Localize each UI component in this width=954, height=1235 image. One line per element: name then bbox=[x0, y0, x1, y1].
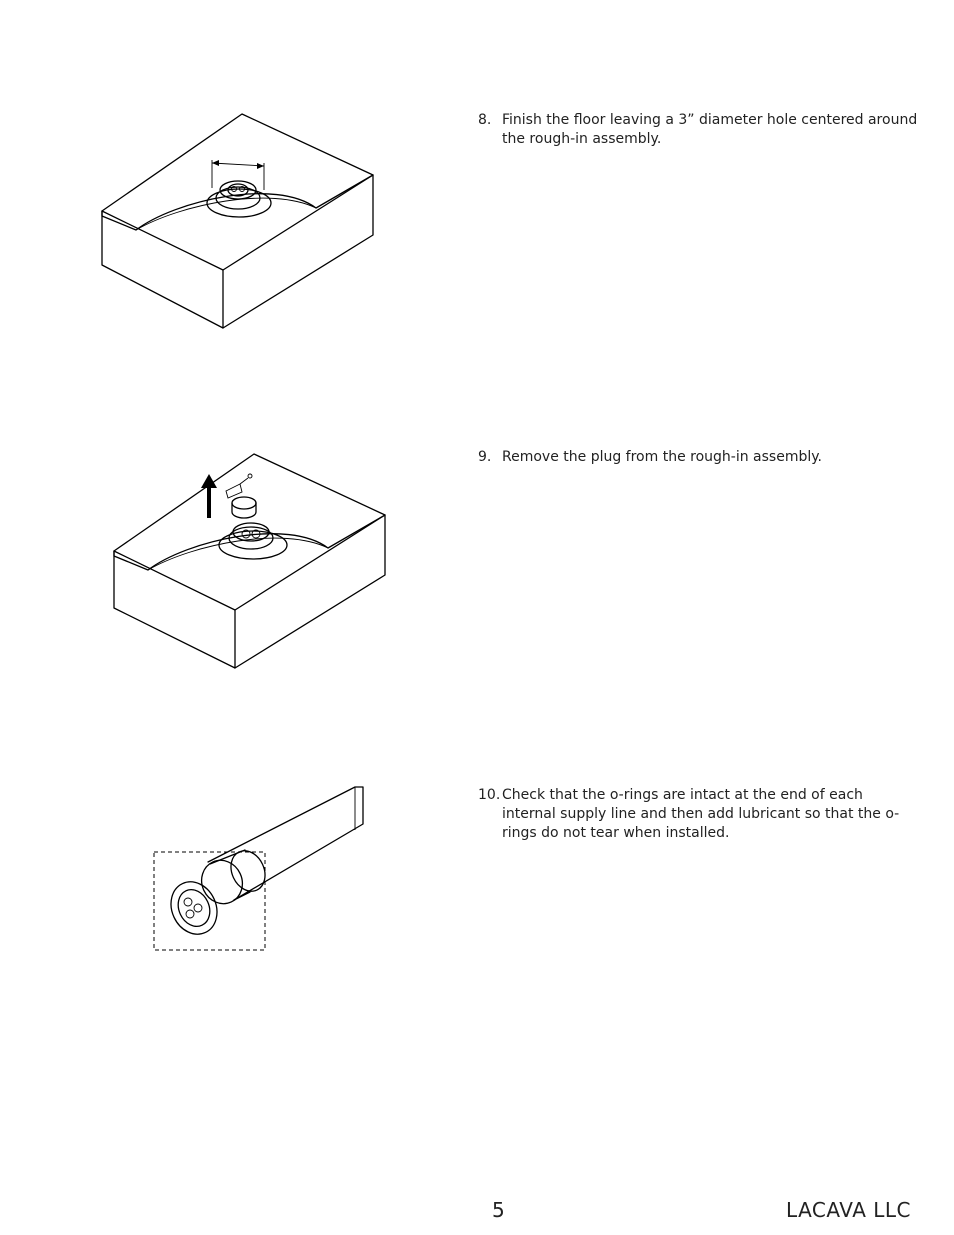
step-number: 9. bbox=[478, 449, 492, 465]
step-10: 10. Check that the o-rings are intact at… bbox=[478, 786, 918, 843]
step-number: 8. bbox=[478, 112, 492, 128]
step-8: 8. Finish the floor leaving a 3” diamete… bbox=[478, 111, 918, 149]
step-text: Remove the plug from the rough-in assemb… bbox=[502, 449, 822, 465]
step-text: Check that the o-rings are intact at the… bbox=[502, 787, 900, 841]
step-text: Finish the floor leaving a 3” diameter h… bbox=[502, 112, 918, 147]
page-number: 5 bbox=[492, 1198, 505, 1222]
step-9: 9. Remove the plug from the rough-in ass… bbox=[478, 448, 918, 467]
figure-remove-plug bbox=[108, 448, 393, 673]
figure-finished-floor bbox=[96, 108, 381, 333]
company-name: LACAVA LLC bbox=[786, 1198, 911, 1222]
step-number: 10. bbox=[478, 787, 501, 803]
figure-supply-line-orings bbox=[150, 782, 370, 957]
